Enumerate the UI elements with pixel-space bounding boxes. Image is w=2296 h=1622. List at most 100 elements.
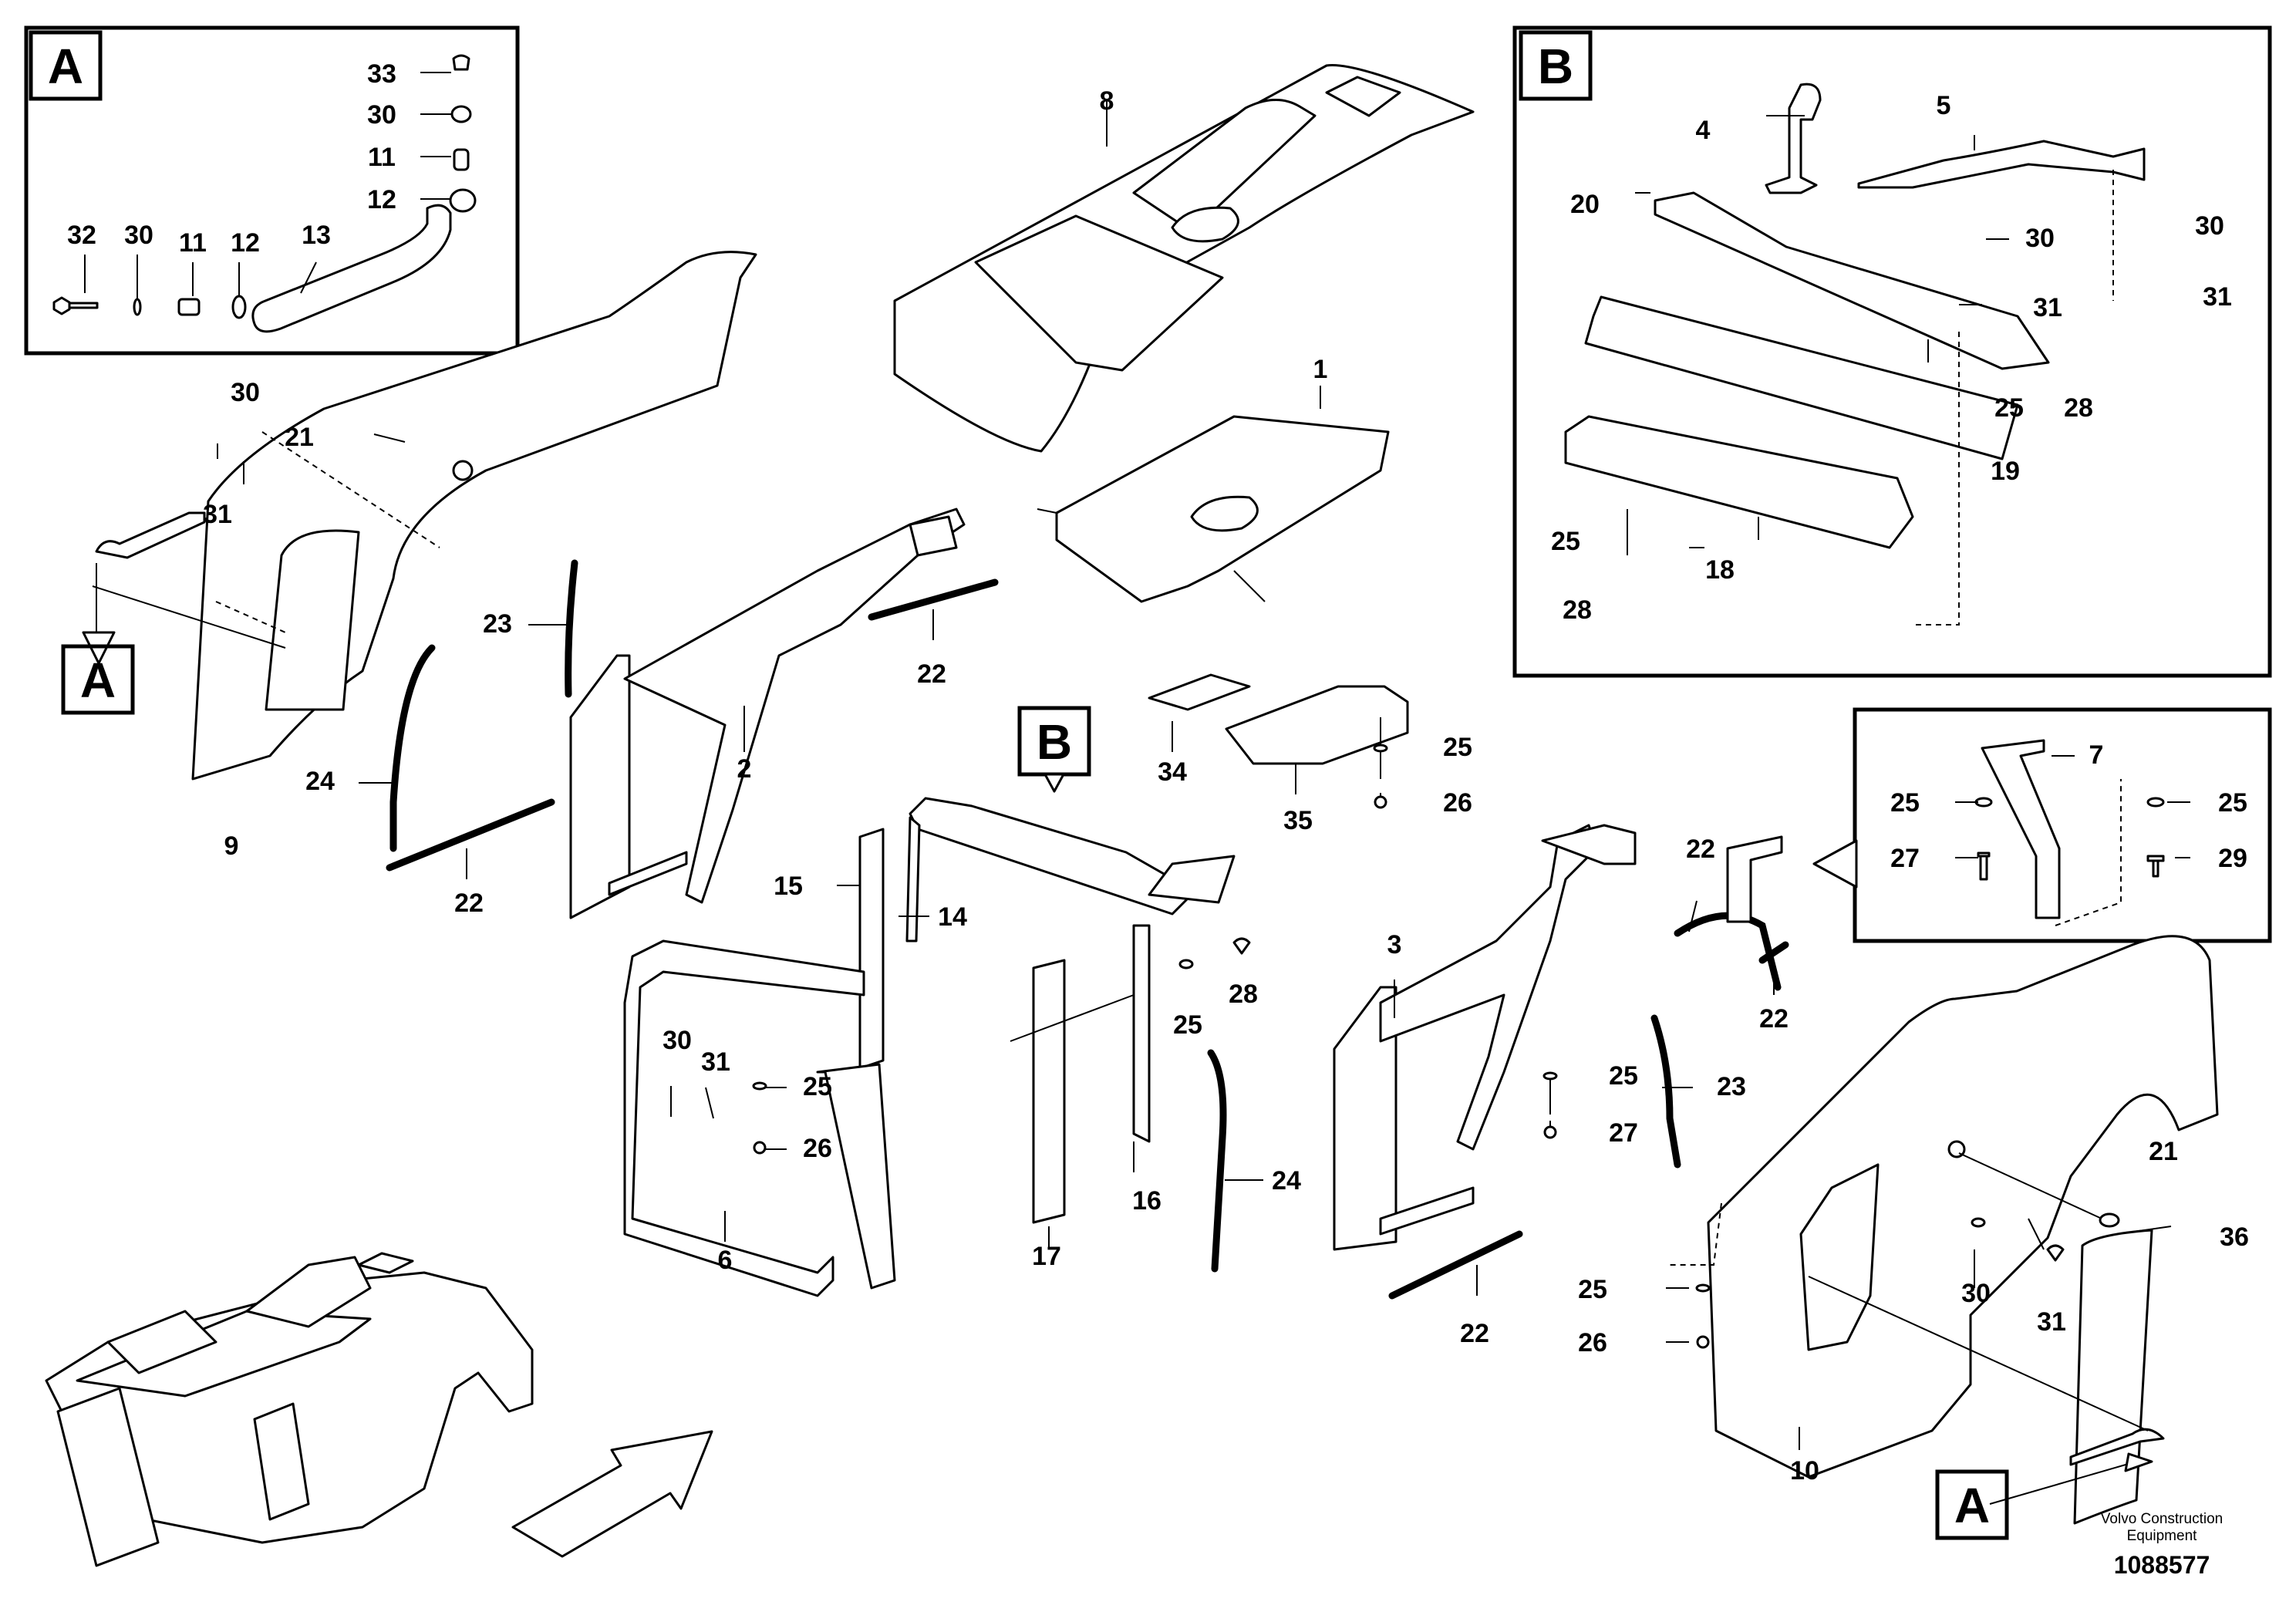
label-24-left: 24	[305, 767, 335, 796]
box-b-leaders	[1627, 115, 2009, 555]
plate-18	[1564, 415, 1914, 549]
plates-leaders	[1172, 717, 1381, 801]
label-10: 10	[1790, 1456, 1819, 1485]
bolt-27-7	[1977, 851, 1991, 881]
bracket-7	[1981, 739, 2061, 919]
label-25-6: 25	[803, 1072, 832, 1101]
plate-35	[1225, 685, 1409, 765]
seal-22-upper	[868, 578, 999, 621]
bolt-32	[52, 296, 99, 315]
panel-10-dash	[1667, 1202, 1722, 1266]
bracket-7-small	[1726, 835, 1783, 923]
panel-9-leaders-2	[217, 433, 406, 484]
leader-a-right	[1989, 1461, 2137, 1505]
label-4: 4	[1696, 116, 1711, 145]
bolt-26-10	[1696, 1335, 1710, 1349]
label-22-right-b: 22	[1759, 1004, 1789, 1034]
right-side-panel-10	[1707, 935, 2219, 1525]
box-7-leaders	[1955, 755, 2190, 858]
ref-box-b-center-letter: B	[1037, 714, 1072, 770]
label-31-c: 31	[203, 500, 232, 529]
label-1: 1	[1313, 355, 1328, 384]
handle-13	[251, 204, 452, 333]
label-16: 16	[1132, 1186, 1161, 1216]
seal-24-center	[1207, 1049, 1227, 1273]
label-12-a2: 12	[367, 185, 396, 214]
label-3: 3	[1387, 930, 1402, 959]
screw-33	[452, 54, 470, 71]
bolt-29-7	[2146, 855, 2165, 878]
plate-17	[1032, 959, 1066, 1224]
label-28-b1: 28	[2064, 393, 2093, 423]
label-20: 20	[1570, 190, 1600, 219]
label-32: 32	[67, 221, 96, 250]
washer-25-6	[752, 1081, 767, 1091]
label-17: 17	[1032, 1242, 1061, 1271]
label-31-b2: 31	[2203, 282, 2232, 312]
pointer-a-right	[2124, 1452, 2153, 1472]
label-25-3: 25	[1609, 1061, 1638, 1091]
roof-panel-8	[893, 64, 1475, 453]
pointer-b-center	[1043, 773, 1065, 793]
label-18: 18	[1705, 555, 1735, 585]
label-30-right: 30	[1961, 1279, 1991, 1308]
panel-9-leaders	[92, 563, 286, 649]
label-35: 35	[1283, 806, 1313, 835]
plate-20	[1654, 191, 2050, 370]
washer-12b	[449, 188, 477, 213]
spacer-11	[177, 298, 201, 316]
box-a-leaders	[84, 72, 451, 299]
label-30-b1: 30	[2025, 224, 2055, 253]
frame-3	[1333, 824, 1637, 1251]
label-12-a: 12	[231, 228, 260, 258]
detail-box-a-letter: A	[48, 39, 83, 94]
label-31-6: 31	[701, 1047, 730, 1077]
label-25-b1: 25	[1994, 393, 2024, 423]
company-name-line1: Volvo Construction	[2101, 1511, 2223, 1527]
label-30-a2: 30	[367, 100, 396, 130]
frames-leaders	[837, 885, 1135, 1249]
label-34: 34	[1158, 757, 1187, 787]
label-15: 15	[774, 872, 803, 901]
box-7-dash	[2055, 779, 2122, 926]
frame-6	[623, 939, 896, 1297]
label-30-b2: 30	[2195, 211, 2224, 241]
frame-1	[1037, 415, 1390, 603]
box-b-dash	[1913, 332, 1960, 626]
label-27-3: 27	[1609, 1118, 1638, 1148]
washer-30b	[450, 105, 472, 123]
plate-19	[1584, 295, 2019, 460]
seal-22-right-a	[1674, 912, 1782, 991]
label-36: 36	[2220, 1222, 2249, 1252]
label-13: 13	[302, 221, 331, 250]
detail-box-b: B	[1512, 25, 2272, 678]
detail-box-b-letter: B	[1538, 39, 1573, 94]
label-19: 19	[1991, 457, 2020, 486]
label-27-7: 27	[1890, 844, 1920, 873]
label-8: 8	[1100, 86, 1114, 116]
label-21-a: 21	[285, 423, 314, 452]
label-28-b2: 28	[1563, 595, 1592, 625]
panel-10-leaders	[1666, 1152, 2172, 1450]
detail-box-a: A	[24, 25, 520, 356]
seal-leaders-left	[359, 609, 934, 879]
label-21-right: 21	[2149, 1137, 2178, 1166]
seals-right-leaders	[1476, 900, 1775, 1296]
label-5: 5	[1937, 91, 1951, 120]
washer-25-3	[1542, 1071, 1558, 1081]
plate-16	[1132, 924, 1151, 1143]
seal-23-left	[565, 559, 578, 698]
label-2: 2	[737, 754, 752, 784]
label-22-lower: 22	[1460, 1319, 1489, 1348]
nut-21-right	[2099, 1212, 2120, 1228]
washer-25-35	[1373, 744, 1388, 753]
label-24-center: 24	[1272, 1166, 1301, 1195]
spacer-11b	[453, 148, 470, 171]
label-28-16: 28	[1229, 980, 1258, 1009]
panel-9-dash	[215, 431, 440, 633]
label-33: 33	[367, 59, 396, 89]
label-25-35: 25	[1443, 733, 1472, 762]
label-14: 14	[938, 902, 967, 932]
label-7: 7	[2089, 740, 2104, 770]
